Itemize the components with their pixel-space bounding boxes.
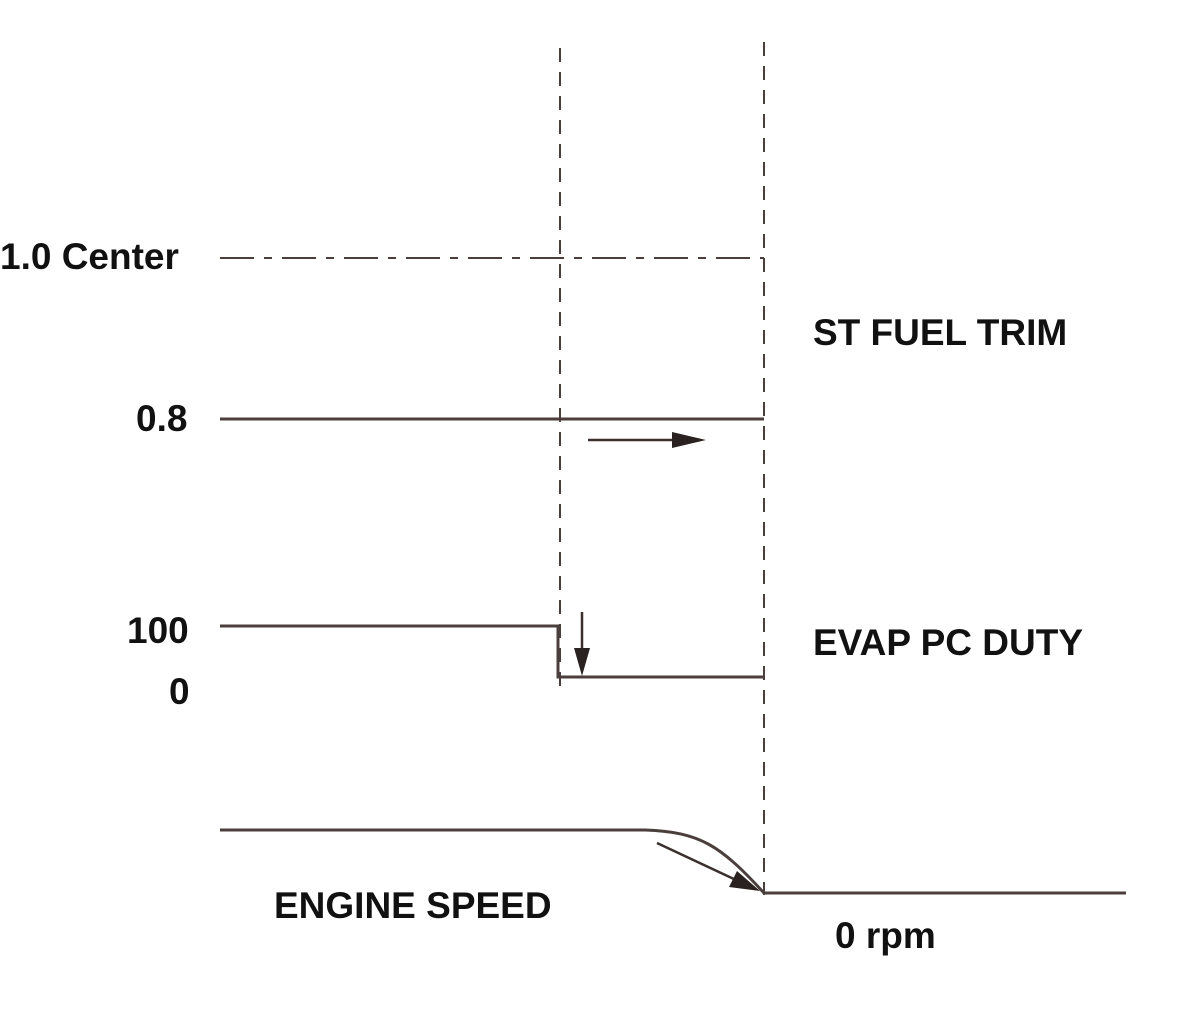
speed-drop-arrow-shaft [656, 841, 737, 882]
trim-shift-arrow-icon [672, 432, 706, 448]
trim-level-label: 0.8 [136, 398, 187, 439]
speed-drop-arrow-icon [729, 871, 760, 891]
center-level-label: 1.0 Center [0, 236, 179, 277]
engine-speed-trace [220, 828, 1126, 895]
st-fuel-trim-label: ST FUEL TRIM [813, 312, 1067, 353]
engine-speed-label: ENGINE SPEED [274, 885, 552, 926]
duty-low-label: 0 [169, 671, 190, 712]
duty-high-label: 100 [127, 610, 189, 651]
evap-pc-duty-label: EVAP PC DUTY [813, 622, 1083, 663]
duty-drop-arrow-icon [574, 648, 590, 676]
evap-pc-duty-trace [220, 624, 764, 679]
zero-rpm-label: 0 rpm [835, 915, 936, 956]
